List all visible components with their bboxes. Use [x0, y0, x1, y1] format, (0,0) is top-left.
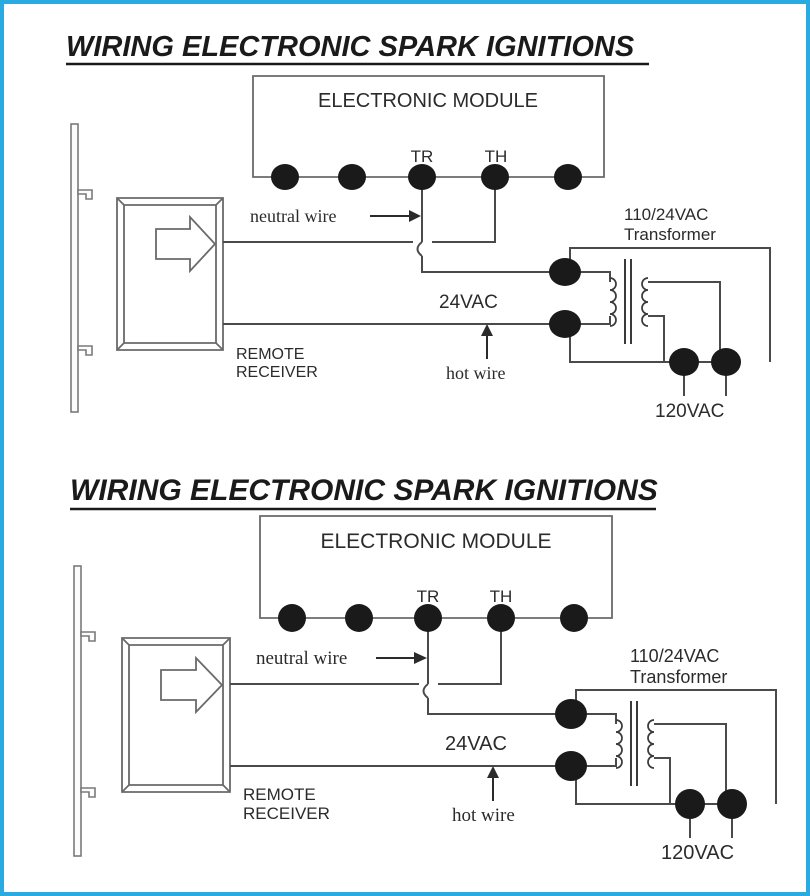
- terminal-dot-1: [278, 604, 306, 632]
- neutral-wire-arrow-head: [409, 210, 421, 222]
- secondary-voltage-label: 24VAC: [439, 292, 498, 313]
- terminal-dot-5: [560, 604, 588, 632]
- remote-receiver-label-line2: RECEIVER: [236, 364, 318, 381]
- hot-wire-arrow-head: [487, 766, 499, 778]
- wire-th-drop: [438, 625, 502, 685]
- hot-wire-arrow-head: [481, 324, 493, 336]
- transformer-wiring: [575, 689, 777, 805]
- terminal-dot-24vac-lower: [555, 751, 587, 781]
- terminal-dot-120vac-right: [717, 789, 747, 819]
- electronic-module-box: ELECTRONIC MODULE: [259, 515, 613, 619]
- transformer-label-line1: 110/24VAC: [624, 205, 708, 224]
- mounting-post: [73, 565, 96, 857]
- wire-hop: [416, 241, 423, 257]
- transformer-symbol: [609, 259, 649, 344]
- wiring-diagram-top: WIRING ELECTRONIC SPARK IGNITIONS ELECTR…: [4, 4, 806, 450]
- transformer-label-line2: Transformer: [630, 667, 727, 687]
- terminal-dot-th: [487, 604, 515, 632]
- terminal-tr-label: TR: [417, 587, 440, 606]
- neutral-wire-arrow-head: [414, 652, 427, 664]
- remote-receiver-label-line2: RECEIVER: [243, 804, 330, 823]
- electronic-module-label: ELECTRONIC MODULE: [318, 90, 538, 112]
- signal-arrow-icon: [160, 655, 224, 715]
- remote-receiver-label-line1: REMOTE: [236, 346, 304, 363]
- hot-wire-annotation: hot wire: [452, 766, 515, 826]
- terminal-th-label: TH: [485, 147, 508, 166]
- mounting-post: [70, 123, 93, 413]
- terminal-dot-th: [481, 164, 509, 190]
- signal-arrow-icon: [155, 214, 217, 274]
- diagram-page: WIRING ELECTRONIC SPARK IGNITIONS ELECTR…: [4, 4, 806, 892]
- wire-hop: [422, 683, 429, 699]
- transformer-label-line2: Transformer: [624, 225, 716, 244]
- diagram-title: WIRING ELECTRONIC SPARK IGNITIONS: [66, 31, 635, 63]
- hot-wire-label: hot wire: [446, 363, 505, 383]
- primary-voltage-label: 120VAC: [655, 401, 724, 422]
- neutral-wire-label: neutral wire: [250, 206, 336, 226]
- terminal-dot-2: [345, 604, 373, 632]
- terminal-dot-120vac-left: [675, 789, 705, 819]
- terminal-dot-5: [554, 164, 582, 190]
- terminal-th-label: TH: [490, 587, 513, 606]
- terminal-dot-24vac-upper: [555, 699, 587, 729]
- electronic-module-box: ELECTRONIC MODULE: [252, 75, 605, 178]
- transformer-label-line1: 110/24VAC: [630, 646, 719, 666]
- remote-receiver-box: REMOTE RECEIVER: [116, 197, 318, 381]
- terminal-tr-label: TR: [411, 147, 434, 166]
- terminal-dot-24vac-upper: [549, 258, 581, 286]
- wire-th-drop: [432, 184, 496, 243]
- hot-wire-annotation: hot wire: [446, 324, 505, 383]
- transformer-wiring: [569, 247, 771, 363]
- wire-tr-to-transformer: [421, 256, 562, 273]
- neutral-wire-annotation: neutral wire: [256, 648, 427, 669]
- terminal-dot-tr: [408, 164, 436, 190]
- electronic-module-label: ELECTRONIC MODULE: [320, 530, 551, 553]
- terminal-dot-1: [271, 164, 299, 190]
- secondary-voltage-label: 24VAC: [445, 733, 507, 755]
- neutral-wire-label: neutral wire: [256, 648, 347, 669]
- diagram-title: WIRING ELECTRONIC SPARK IGNITIONS: [70, 474, 658, 507]
- remote-receiver-box: REMOTE RECEIVER: [121, 637, 330, 823]
- terminal-dot-120vac-right: [711, 348, 741, 376]
- neutral-wire-annotation: neutral wire: [250, 206, 421, 226]
- hot-wire-label: hot wire: [452, 805, 515, 826]
- primary-voltage-label: 120VAC: [661, 842, 734, 864]
- terminal-dot-120vac-left: [669, 348, 699, 376]
- wiring-diagram-bottom: WIRING ELECTRONIC SPARK IGNITIONS ELECTR…: [4, 450, 806, 892]
- terminal-dot-tr: [414, 604, 442, 632]
- transformer-symbol: [615, 701, 655, 786]
- remote-receiver-label-line1: REMOTE: [243, 785, 316, 804]
- terminal-dot-2: [338, 164, 366, 190]
- terminal-dot-24vac-lower: [549, 310, 581, 338]
- wire-tr-to-transformer: [427, 698, 568, 715]
